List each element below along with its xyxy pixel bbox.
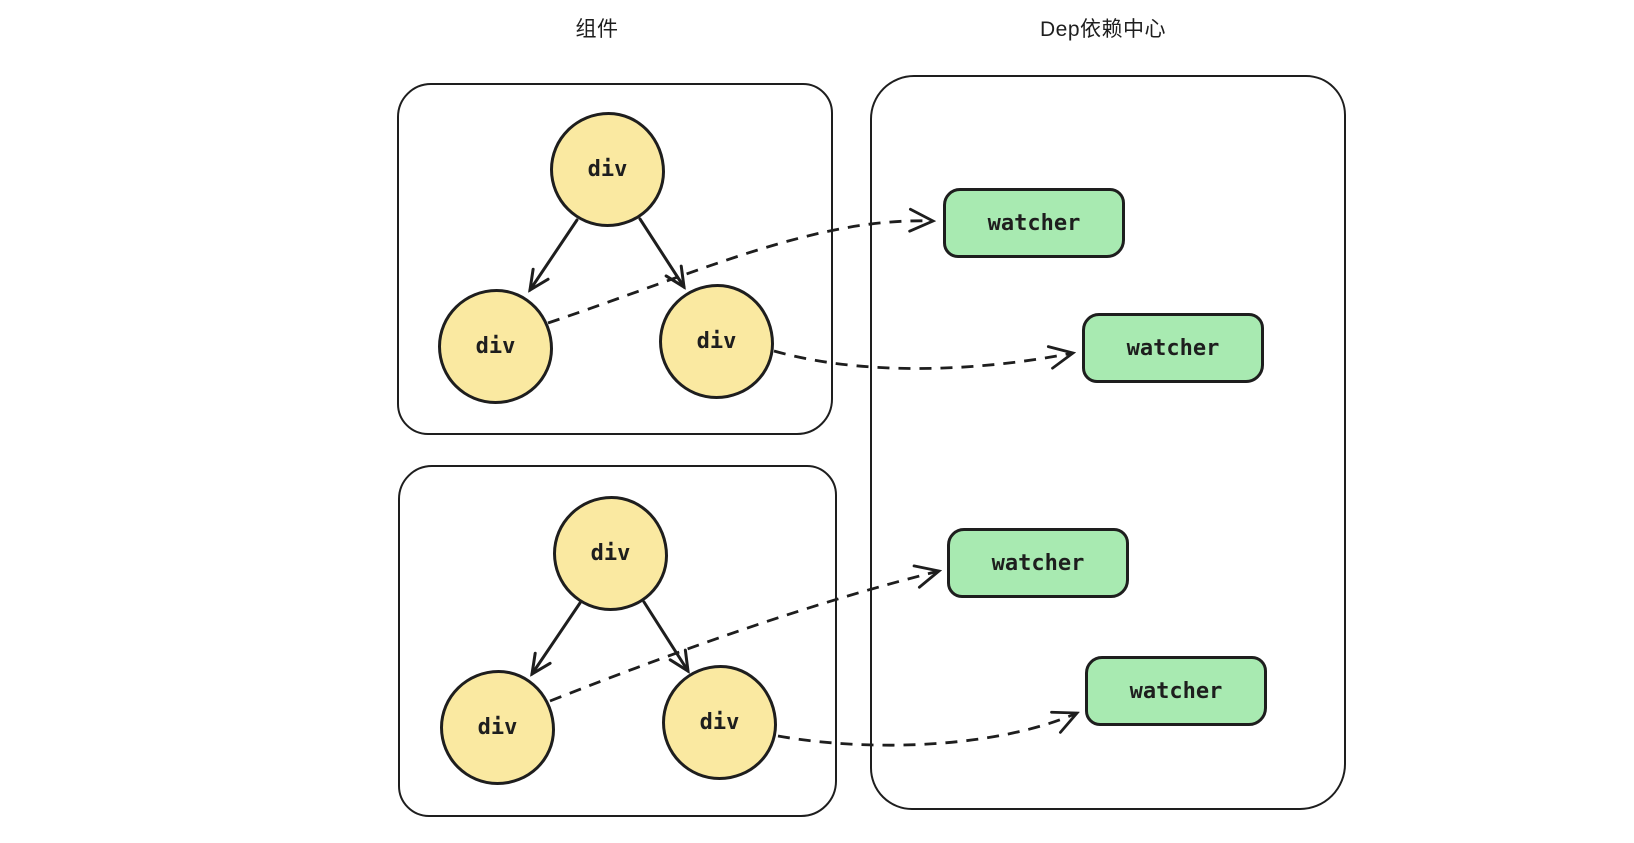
group1-left-div-node: div <box>438 289 553 404</box>
dep-center-frame <box>870 75 1346 810</box>
group2-left-div-node: div <box>440 670 555 785</box>
group1-right-div-node: div <box>659 284 774 399</box>
group2-right-div-node: div <box>662 665 777 780</box>
watcher-box-3: watcher <box>947 528 1129 598</box>
watcher-box-2: watcher <box>1082 313 1264 383</box>
watcher-box-1: watcher <box>943 188 1125 258</box>
watcher-box-4: watcher <box>1085 656 1267 726</box>
group2-root-div-node: div <box>553 496 668 611</box>
dep-center-title: Dep依赖中心 <box>1039 18 1167 41</box>
components-title: 组件 <box>575 18 619 41</box>
group1-root-div-node: div <box>550 112 665 227</box>
